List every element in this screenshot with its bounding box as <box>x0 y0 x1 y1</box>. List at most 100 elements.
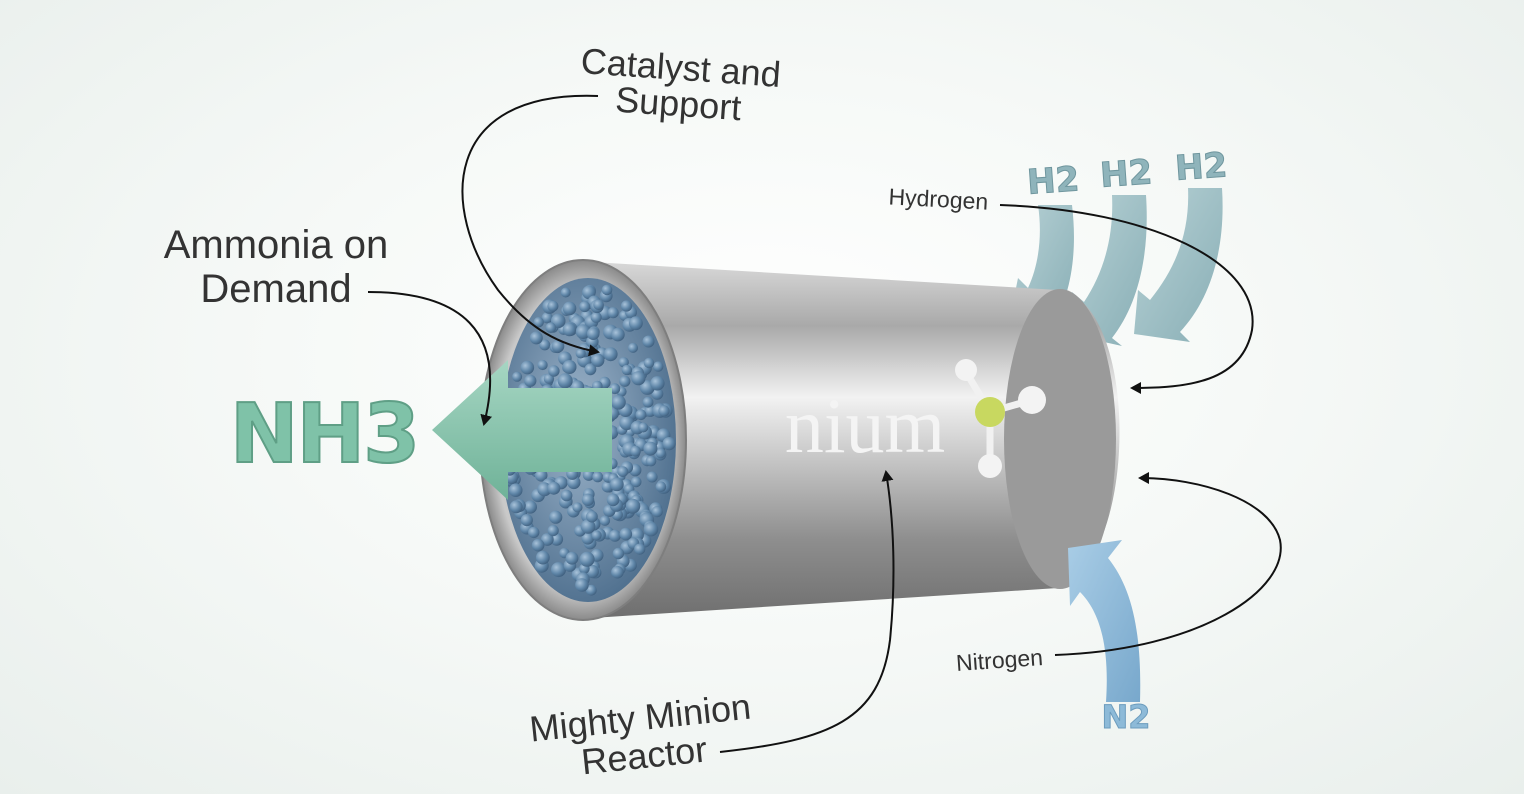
catalyst-pellet <box>537 359 548 371</box>
catalyst-pellet <box>662 437 676 451</box>
molecule-icon <box>955 359 1046 478</box>
catalyst-pellet <box>628 342 638 353</box>
ammonia-label-line1: Ammonia on <box>164 223 389 267</box>
catalyst-pellet <box>547 300 559 312</box>
catalyst-pellet <box>565 551 579 565</box>
catalyst-pellet <box>586 510 598 523</box>
callout-lines <box>367 94 1282 753</box>
catalyst-pellet <box>617 466 629 477</box>
catalyst-pellet <box>643 522 659 537</box>
catalyst-pellet <box>584 363 597 376</box>
catalyst-pellet <box>541 312 553 324</box>
catalyst-label: Catalyst and Support <box>580 40 782 128</box>
catalyst-pellet <box>580 519 596 534</box>
catalyst-pellet <box>593 299 604 311</box>
catalyst-pellet <box>590 311 602 323</box>
catalyst-pellet <box>646 471 658 483</box>
catalyst-pellet <box>609 477 624 492</box>
catalyst-pellet <box>509 500 523 514</box>
catalyst-pellet <box>619 415 634 431</box>
catalyst-pellet <box>592 471 604 483</box>
ammonia-label-line2: Demand <box>200 267 351 311</box>
catalyst-pellet <box>582 469 595 481</box>
catalyst-pellet <box>591 530 602 541</box>
cylinder-end-cap <box>1004 289 1116 589</box>
catalyst-pellet <box>549 510 563 524</box>
catalyst-pellet <box>534 469 548 482</box>
catalyst-pellet <box>539 339 551 351</box>
catalyst-pellet <box>625 498 641 514</box>
catalyst-pellet <box>533 317 544 328</box>
ammonia-label: Ammonia on Demand <box>164 223 389 311</box>
catalyst-pellet <box>562 322 577 337</box>
hydrogen-callout <box>999 204 1254 394</box>
catalyst-pellet <box>635 409 647 421</box>
catalyst-pellet <box>523 500 538 514</box>
nh3-label: NH3 <box>230 387 418 482</box>
nh3-arrow-shape <box>432 360 612 500</box>
catalyst-pellet <box>575 578 589 592</box>
catalyst-pellet <box>655 481 667 493</box>
diagram-labels: Catalyst and Support Ammonia on Demand H… <box>164 40 1044 783</box>
catalyst-pellet <box>658 405 670 417</box>
catalyst-pellet <box>634 543 646 555</box>
catalyst-pellet <box>608 529 621 542</box>
catalyst-pellet <box>579 551 595 567</box>
catalyst-callout <box>461 94 600 357</box>
catalyst-pellet <box>643 441 658 456</box>
catalyst-pellet <box>572 502 583 513</box>
nitrogen-label: Nitrogen <box>955 644 1044 676</box>
catalyst-pellet <box>645 455 657 467</box>
catalyst-pellet <box>508 483 523 498</box>
hydrogen-label: Hydrogen <box>888 183 989 214</box>
h2-arrow-3 <box>1134 188 1223 342</box>
catalyst-pellet <box>601 284 613 296</box>
catalyst-pellet <box>520 514 533 527</box>
n2-arrow-shape <box>1068 540 1141 702</box>
cylinder-body <box>592 262 1120 618</box>
reactor-label: Mighty Minion Reactor <box>528 686 753 783</box>
catalyst-pellet <box>562 360 577 374</box>
catalyst-pellet <box>562 301 577 316</box>
catalyst-pellet <box>575 324 591 340</box>
catalyst-pellet <box>642 335 655 348</box>
n2-label: N2 <box>1101 698 1150 736</box>
reactor-cylinder <box>479 259 1120 621</box>
catalyst-pellet <box>551 340 565 353</box>
catalyst-pellet <box>535 550 550 565</box>
n2-arrow: N2 <box>1068 540 1151 737</box>
catalyst-pellet <box>545 322 557 334</box>
catalyst-pellet <box>619 527 633 541</box>
catalyst-pellet <box>630 476 642 488</box>
nh3-arrow: NH3 <box>229 360 612 500</box>
catalyst-pellet <box>655 448 666 459</box>
catalyst-pellet <box>599 515 611 526</box>
catalyst-pellet <box>642 396 654 408</box>
catalyst-pellet <box>619 375 631 387</box>
catalyst-pellet <box>557 373 573 389</box>
ammonia-callout <box>367 291 493 426</box>
catalyst-pellet <box>560 287 571 298</box>
catalyst-pellet <box>621 364 633 376</box>
catalyst-pellet <box>606 493 620 507</box>
nitrogen-callout <box>1054 472 1282 656</box>
catalyst-pellet <box>585 584 597 596</box>
catalyst-pellet <box>629 316 643 331</box>
catalyst-pellet <box>611 395 626 410</box>
catalyst-pellet <box>540 533 554 546</box>
catalyst-pellet <box>611 327 625 342</box>
catalyst-pellet <box>586 327 600 341</box>
catalyst-pellet <box>551 562 566 578</box>
catalyst-pellet <box>651 506 663 518</box>
catalyst-pellet <box>547 481 561 495</box>
catalyst-pellet <box>607 307 619 319</box>
h2-label-3: H2 <box>1174 145 1229 189</box>
catalyst-pellet <box>560 489 573 502</box>
brand-logo: nium <box>785 359 1046 478</box>
catalyst-pellet <box>609 383 621 395</box>
catalyst-pellet <box>520 360 535 375</box>
h2-label-2: H2 <box>1099 152 1154 196</box>
brand-name: nium <box>785 382 945 469</box>
